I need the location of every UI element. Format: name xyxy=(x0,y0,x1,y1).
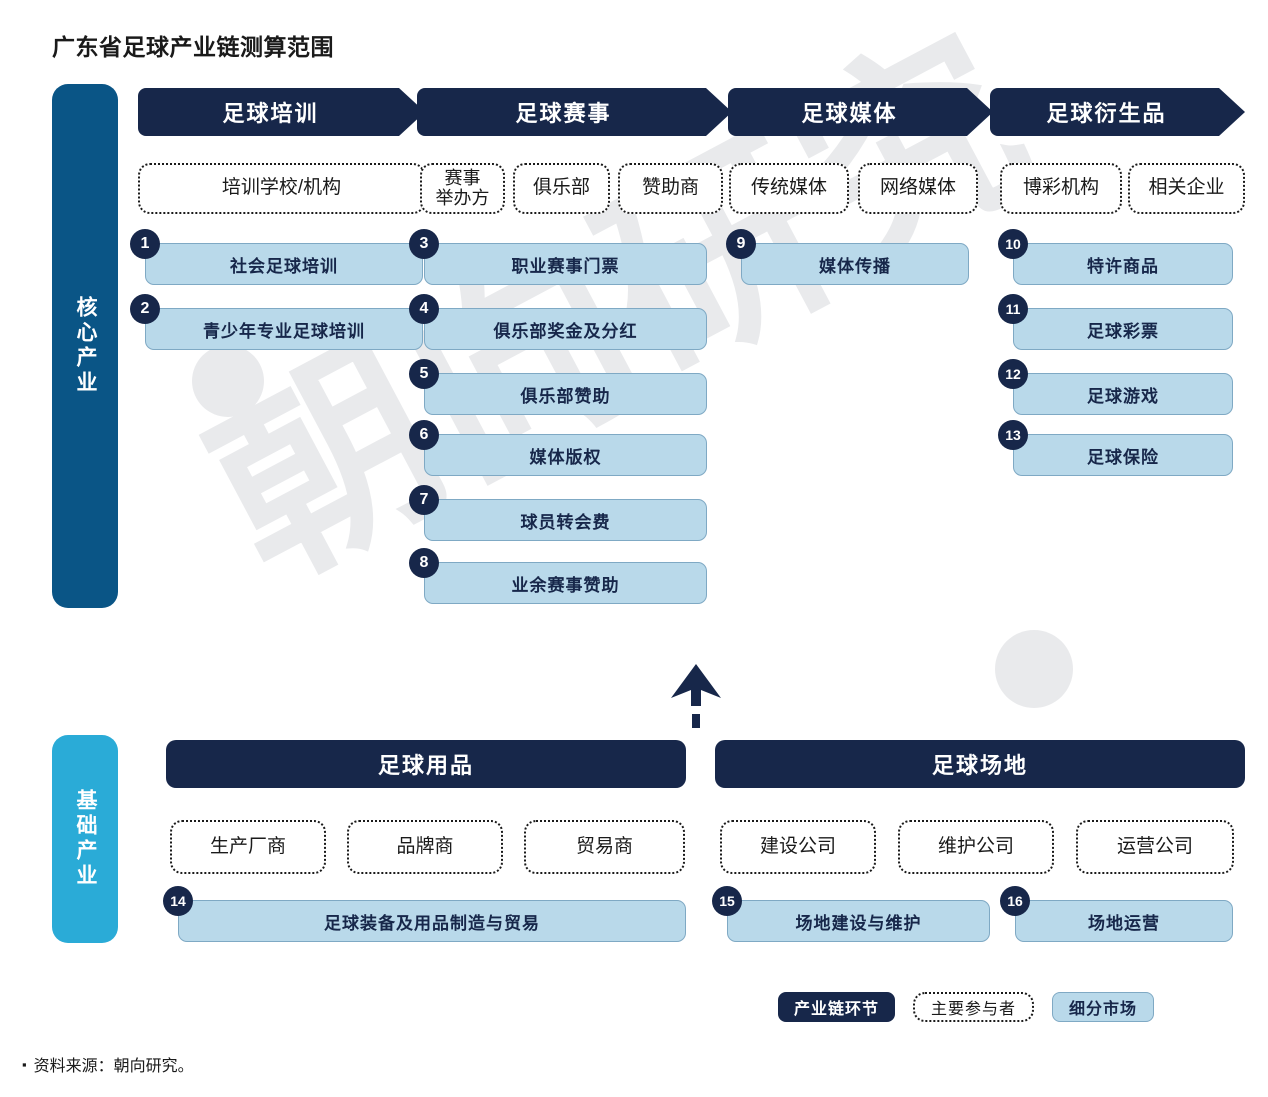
market-label: 足球装备及用品制造与贸易 xyxy=(324,913,540,933)
chevron-header-football-training[interactable]: 足球培训 xyxy=(138,88,425,136)
market-label: 俱乐部奖金及分红 xyxy=(493,321,638,341)
upward-arrow xyxy=(668,662,724,730)
market-football-lottery[interactable]: 11 足球彩票 xyxy=(998,294,1233,350)
participant-event-organizer[interactable]: 赛事 举办方 xyxy=(420,163,505,214)
badge-number: 12 xyxy=(998,359,1028,389)
chevron-header-football-venues[interactable]: 足球场地 xyxy=(715,740,1245,788)
market-label: 青少年专业足球培训 xyxy=(203,321,365,341)
market-label: 媒体版权 xyxy=(529,447,602,467)
market-football-insurance[interactable]: 13 足球保险 xyxy=(998,420,1233,476)
source-bullet-icon: ▪ xyxy=(22,1057,27,1072)
market-label: 媒体传播 xyxy=(819,256,891,276)
chevron-header-football-events[interactable]: 足球赛事 xyxy=(417,88,732,136)
participant-traditional-media[interactable]: 传统媒体 xyxy=(729,163,849,214)
participant-brand-owners[interactable]: 品牌商 xyxy=(347,820,503,874)
badge-number: 8 xyxy=(409,548,439,578)
participant-betting-agencies[interactable]: 博彩机构 xyxy=(1000,163,1122,214)
market-equipment-manufacture-trade[interactable]: 14 足球装备及用品制造与贸易 xyxy=(163,886,686,942)
market-label: 业余赛事赞助 xyxy=(511,575,620,595)
market-label: 足球保险 xyxy=(1087,447,1159,467)
market-venue-operations[interactable]: 16 场地运营 xyxy=(1000,886,1233,942)
badge-number: 7 xyxy=(409,485,439,515)
legend: 产业链环节 主要参与者 细分市场 xyxy=(778,992,1155,1022)
badge-number: 13 xyxy=(998,420,1028,450)
participant-operations-companies[interactable]: 运营公司 xyxy=(1076,820,1234,874)
market-licensed-merchandise[interactable]: 10 特许商品 xyxy=(998,229,1233,285)
market-media-rights[interactable]: 6 媒体版权 xyxy=(409,420,707,476)
participant-online-media[interactable]: 网络媒体 xyxy=(858,163,978,214)
badge-number: 6 xyxy=(409,420,439,450)
chevron-header-football-goods[interactable]: 足球用品 xyxy=(166,740,686,788)
market-label: 职业赛事门票 xyxy=(511,256,620,276)
badge-number: 4 xyxy=(409,294,439,324)
arrow-up-icon xyxy=(671,664,721,728)
market-youth-professional-training[interactable]: 2 青少年专业足球培训 xyxy=(130,294,423,350)
legend-item-value-chain-link: 产业链环节 xyxy=(778,992,896,1022)
market-player-transfer-fees[interactable]: 7 球员转会费 xyxy=(409,485,707,541)
participant-related-firms[interactable]: 相关企业 xyxy=(1128,163,1245,214)
market-club-prize-dividends[interactable]: 4 俱乐部奖金及分红 xyxy=(409,294,707,350)
source-text: 资料来源：朝向研究。 xyxy=(33,1058,194,1075)
chevron-header-football-derivatives[interactable]: 足球衍生品 xyxy=(990,88,1245,136)
market-label: 场地建设与维护 xyxy=(795,913,922,933)
badge-number: 10 xyxy=(998,229,1028,259)
participant-manufacturers[interactable]: 生产厂商 xyxy=(170,820,326,874)
market-club-sponsorship[interactable]: 5 俱乐部赞助 xyxy=(409,359,707,415)
market-pro-event-tickets[interactable]: 3 职业赛事门票 xyxy=(409,229,707,285)
market-label: 球员转会费 xyxy=(520,512,611,532)
market-label: 俱乐部赞助 xyxy=(520,386,611,406)
badge-number: 2 xyxy=(130,294,160,324)
watermark-dot-left xyxy=(192,345,264,417)
badge-number: 3 xyxy=(409,229,439,259)
market-label: 足球彩票 xyxy=(1087,321,1159,341)
market-amateur-event-sponsorship[interactable]: 8 业余赛事赞助 xyxy=(409,548,707,604)
participant-construction-companies[interactable]: 建设公司 xyxy=(720,820,876,874)
badge-number: 14 xyxy=(163,886,193,916)
market-football-games[interactable]: 12 足球游戏 xyxy=(998,359,1233,415)
participant-sponsors[interactable]: 赞助商 xyxy=(618,163,723,214)
badge-number: 16 xyxy=(1000,886,1030,916)
market-media-communication[interactable]: 9 媒体传播 xyxy=(726,229,969,285)
market-label: 场地运营 xyxy=(1088,913,1160,933)
rail-basic-industry: 基础产业 xyxy=(52,735,118,943)
source-note: ▪ 资料来源：朝向研究。 xyxy=(22,1052,194,1076)
chevron-header-football-media[interactable]: 足球媒体 xyxy=(728,88,993,136)
badge-number: 11 xyxy=(998,294,1028,324)
participant-maintenance-companies[interactable]: 维护公司 xyxy=(898,820,1054,874)
page-title: 广东省足球产业链测算范围 xyxy=(52,34,334,60)
market-label: 足球游戏 xyxy=(1087,386,1159,406)
badge-number: 1 xyxy=(130,229,160,259)
rail-core-industry: 核心产业 xyxy=(52,84,118,608)
badge-number: 15 xyxy=(712,886,742,916)
market-label: 特许商品 xyxy=(1087,256,1159,276)
participant-clubs[interactable]: 俱乐部 xyxy=(513,163,610,214)
market-venue-construction-maintenance[interactable]: 15 场地建设与维护 xyxy=(712,886,990,942)
participant-training-schools[interactable]: 培训学校/机构 xyxy=(138,163,425,214)
watermark-dot-right xyxy=(995,630,1073,708)
legend-item-key-participant: 主要参与者 xyxy=(913,992,1035,1022)
badge-number: 9 xyxy=(726,229,756,259)
legend-item-sub-market: 细分市场 xyxy=(1052,992,1155,1022)
market-social-football-training[interactable]: 1 社会足球培训 xyxy=(130,229,423,285)
badge-number: 5 xyxy=(409,359,439,389)
participant-traders[interactable]: 贸易商 xyxy=(524,820,685,874)
market-label: 社会足球培训 xyxy=(230,256,338,276)
